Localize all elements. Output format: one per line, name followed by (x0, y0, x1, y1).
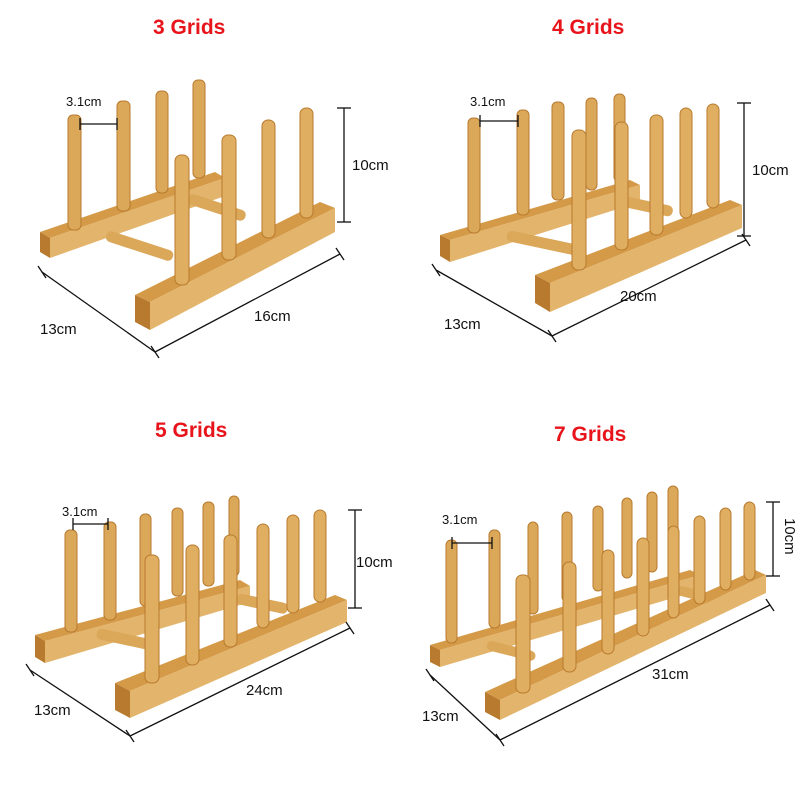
panel-title: 4 Grids (552, 16, 625, 39)
height-label: 10cm (356, 554, 393, 571)
panel-3-grids: 3 Grids 3.1cm 10cm 13cm 16cm (0, 0, 400, 400)
panel-4-grids: 4 Grids 3.1cm 10cm 13cm 20cm (400, 0, 800, 400)
length-label: 16cm (254, 308, 291, 325)
height-label: 10cm (781, 518, 798, 555)
panel-title: 5 Grids (155, 419, 228, 442)
peg-spacing-label: 3.1cm (442, 512, 478, 527)
depth-label: 13cm (444, 316, 481, 333)
rack-illustration-4-grids (431, 93, 751, 343)
rack-illustration-5-grids (25, 495, 362, 743)
length-label: 31cm (652, 666, 689, 683)
peg-spacing-label: 3.1cm (62, 504, 98, 519)
rack-illustration-3-grids (37, 79, 351, 359)
depth-label: 13cm (422, 708, 459, 725)
depth-label: 13cm (34, 702, 71, 719)
panel-5-grids: 5 Grids 3.1cm 10cm 13cm 24cm (0, 400, 400, 800)
depth-label: 13cm (40, 321, 77, 338)
panel-title: 7 Grids (554, 423, 627, 446)
peg-spacing-label: 3.1cm (470, 94, 506, 109)
height-label: 10cm (752, 162, 789, 179)
rack-illustration-7-grids (425, 485, 780, 747)
panel-7-grids: 7 Grids 3.1cm 10cm 13cm 31cm (400, 400, 800, 800)
length-label: 20cm (620, 288, 657, 305)
height-label: 10cm (352, 157, 389, 174)
panel-title: 3 Grids (153, 16, 226, 39)
length-label: 24cm (246, 682, 283, 699)
peg-spacing-label: 3.1cm (66, 94, 102, 109)
